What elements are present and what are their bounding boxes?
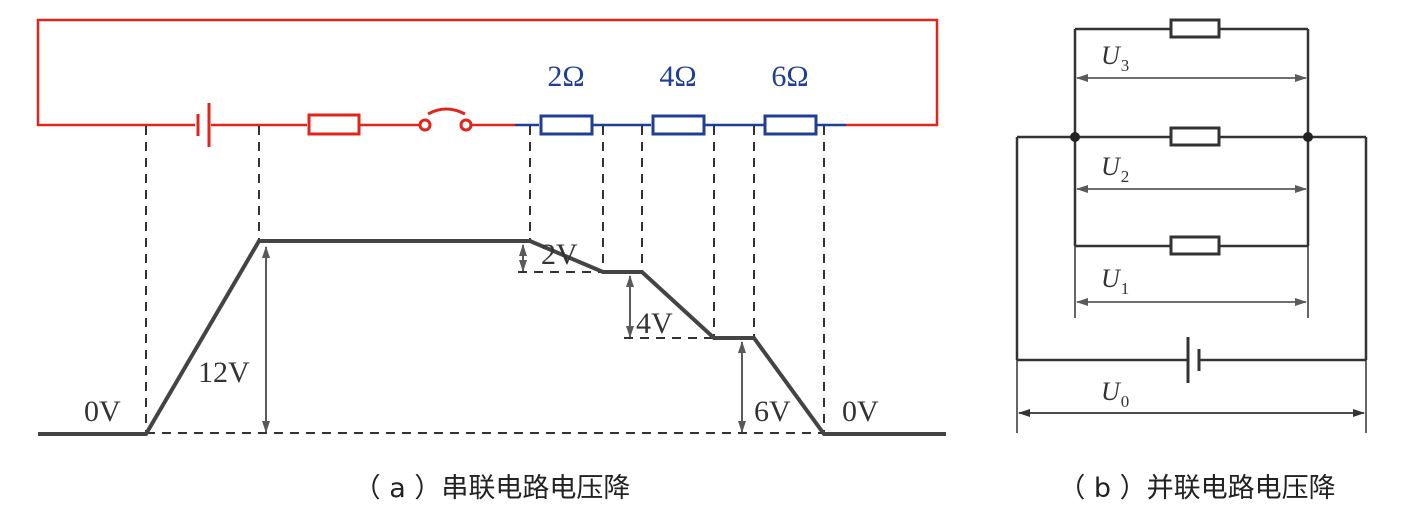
fuse-icon [307,113,361,136]
red-circuit-wire [36,18,939,127]
resistor-branch-3-icon [1169,18,1221,39]
label-12v: 12V [198,356,250,389]
projection-dashed-lines [145,126,825,433]
panel-b-parallel-circuit: U3 U2 U1 U0 （ b ）并联电路电压降 [1015,18,1368,504]
resistor-6-ohm-icon [763,114,818,136]
resistor-branch-1-icon [1169,235,1221,256]
caption-a: （ a ）串联电路电压降 [354,473,631,504]
label-u3: U3 [1101,41,1129,75]
junction-left-icon [1070,132,1080,142]
resistor-4-ohm-icon [651,114,706,136]
battery-icon [196,103,211,147]
voltage-profile-line [38,239,946,436]
label-4v: 4V [636,307,673,340]
resistor-branch-2-icon [1169,126,1221,147]
label-u2: U2 [1101,152,1129,186]
resistor-label-6: 6Ω [771,60,808,93]
caption-b: （ b ）并联电路电压降 [1058,473,1335,504]
label-u0: U0 [1101,377,1129,411]
battery-b-icon [1186,337,1201,383]
label-left-0v: 0V [84,395,121,428]
resistor-2-ohm-icon [539,114,594,136]
resistor-label-2: 2Ω [547,60,584,93]
label-2v: 2V [541,238,578,271]
resistor-label-4: 4Ω [659,60,696,93]
junction-right-icon [1303,132,1313,142]
panel-a-series-circuit: 2Ω 4Ω 6Ω 0V 12V [36,18,946,504]
parallel-wires [1015,27,1368,362]
parallel-arrows [1018,74,1365,417]
label-6v: 6V [754,395,791,428]
voltage-arrows [262,244,746,433]
label-u1: U1 [1101,264,1129,298]
reference-dashed-lines [146,271,824,434]
measurement-ticks [1016,246,1367,433]
label-right-0v: 0V [842,395,879,428]
switch-icon [418,107,473,132]
